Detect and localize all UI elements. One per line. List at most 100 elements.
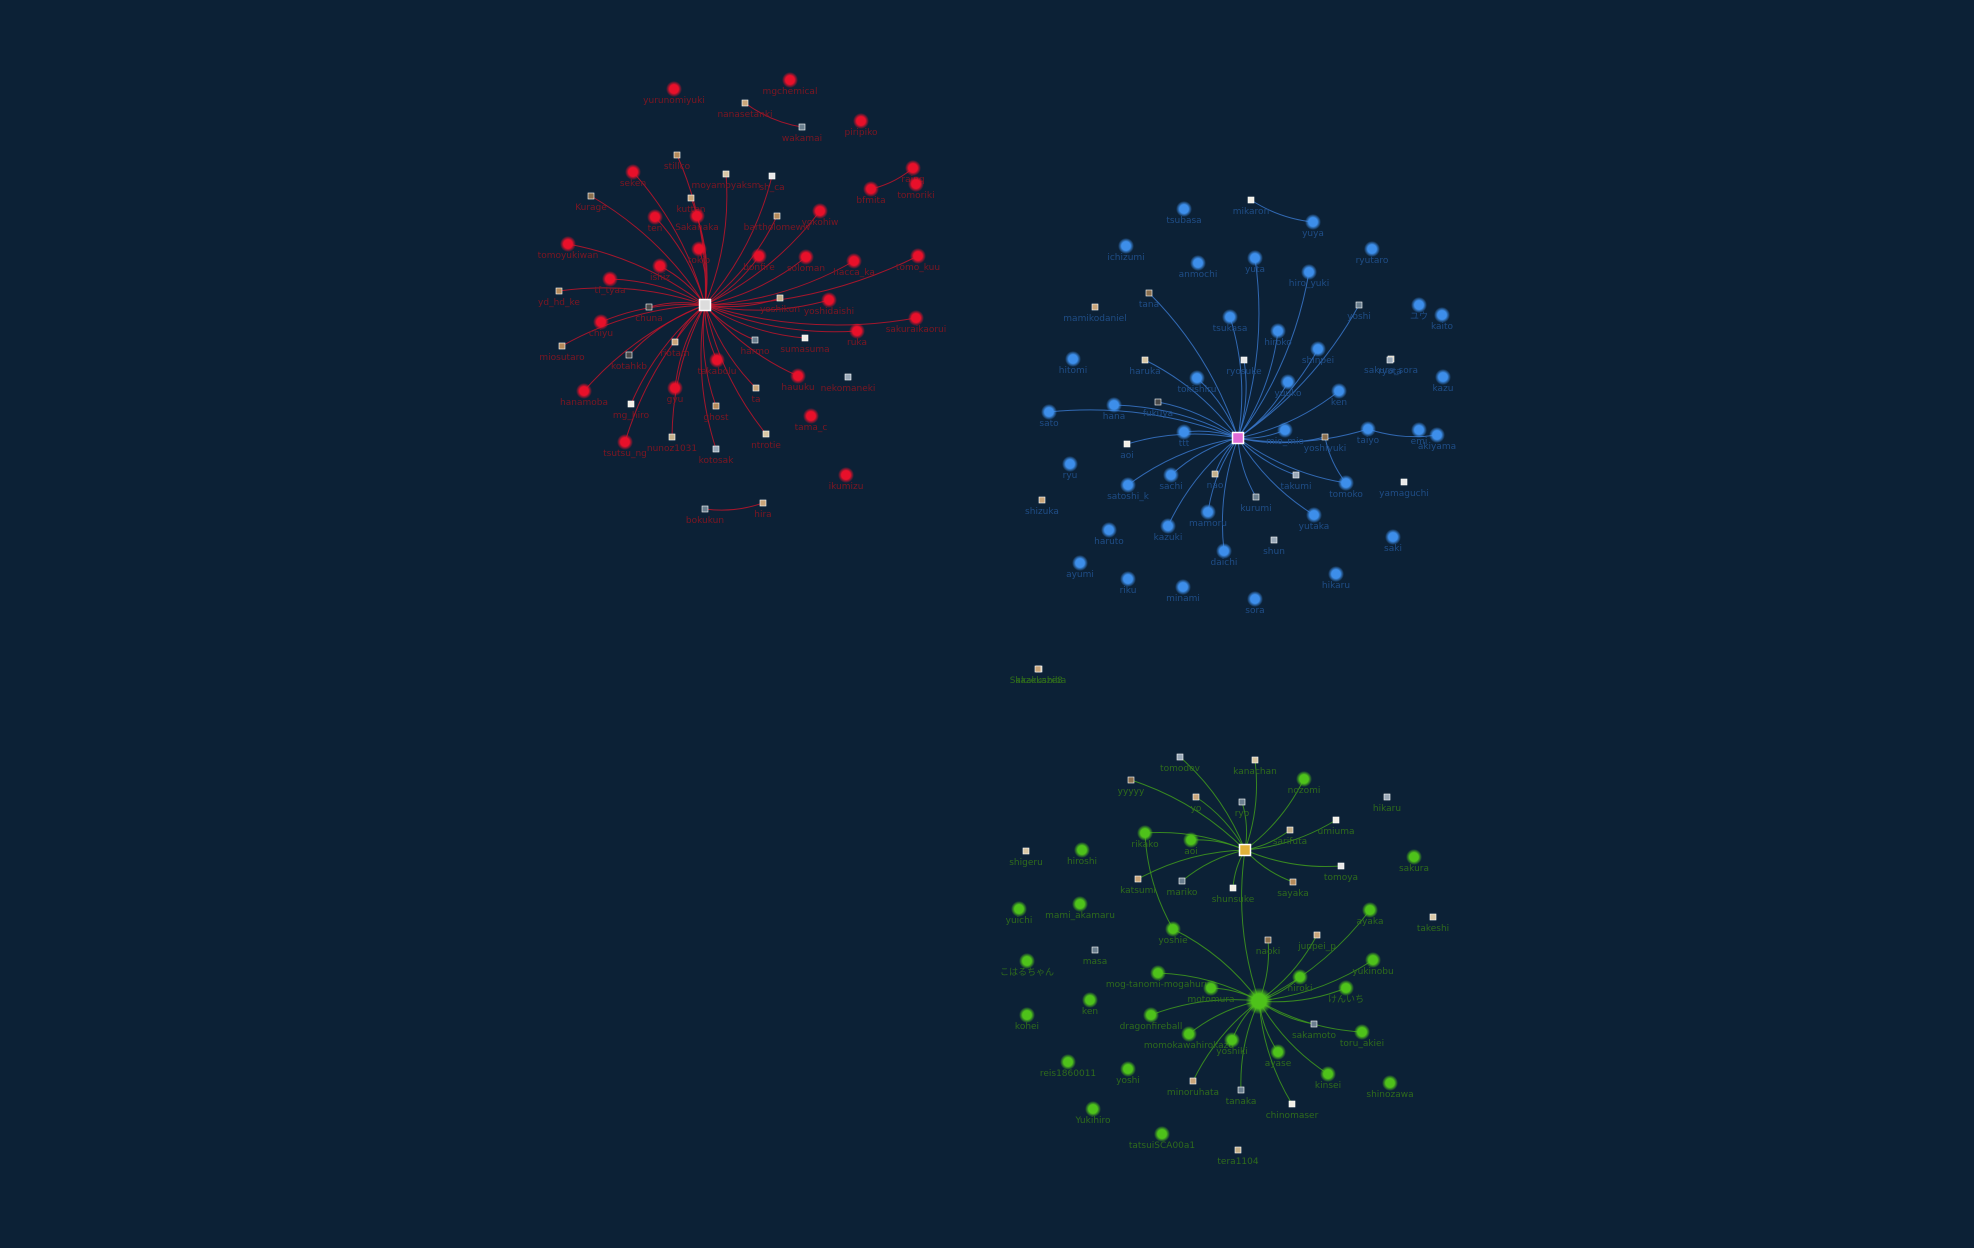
- node-g46[interactable]: minoruhata: [1167, 1077, 1219, 1098]
- node-g44[interactable]: kinsei: [1315, 1066, 1341, 1091]
- node-r32[interactable]: ruka: [847, 323, 867, 348]
- node-b09[interactable]: tana: [1139, 289, 1159, 310]
- node-r08[interactable]: bfmita: [856, 181, 886, 206]
- node-b10[interactable]: mamikodaniel: [1063, 303, 1127, 324]
- node-r33[interactable]: riotam: [660, 338, 690, 359]
- node-r51[interactable]: tomoriki: [897, 176, 935, 201]
- node-g38[interactable]: toru_akiei: [1340, 1024, 1384, 1049]
- node-g22[interactable]: ayaka: [1357, 902, 1384, 927]
- node-b30[interactable]: taiyo: [1357, 421, 1380, 446]
- node-b23[interactable]: ken: [1331, 383, 1347, 408]
- node-b25[interactable]: hana: [1103, 397, 1125, 422]
- node-g51[interactable]: tera1104: [1217, 1146, 1259, 1167]
- node-b02[interactable]: mikaron: [1233, 196, 1270, 217]
- node-b32[interactable]: aoi: [1120, 440, 1134, 461]
- node-g04[interactable]: nozomi: [1288, 771, 1321, 796]
- node-b39[interactable]: satoshi_k: [1107, 477, 1150, 502]
- node-g50[interactable]: tatsuiSCA00a1: [1129, 1126, 1195, 1151]
- node-g29[interactable]: yukinobu: [1352, 952, 1394, 977]
- node-g12[interactable]: hiroshi: [1067, 842, 1097, 867]
- node-r05[interactable]: piripiko: [844, 113, 878, 138]
- node-g03[interactable]: kanachan: [1233, 756, 1277, 777]
- node-b56[interactable]: ryota: [1378, 356, 1402, 377]
- node-r35[interactable]: sumasuma: [780, 334, 830, 355]
- node-b04[interactable]: ichizumi: [1107, 238, 1145, 263]
- node-r14[interactable]: ten: [647, 209, 663, 234]
- node-b45[interactable]: haruto: [1094, 522, 1124, 547]
- node-r11[interactable]: sh_ca: [759, 172, 785, 193]
- node-g32[interactable]: hiroki: [1288, 969, 1313, 994]
- node-b24[interactable]: fukuya: [1143, 398, 1173, 419]
- node-g19[interactable]: sayaka: [1277, 878, 1309, 899]
- node-r17[interactable]: yokohiw: [802, 203, 839, 228]
- node-r52[interactable]: ikumizu: [829, 467, 864, 492]
- node-g15[interactable]: sakura: [1399, 849, 1429, 874]
- node-g49[interactable]: Yukihiro: [1074, 1101, 1111, 1126]
- node-r45[interactable]: mg_hiro: [613, 400, 650, 421]
- node-b54[interactable]: emi: [1411, 422, 1428, 447]
- node-b06[interactable]: anmochi: [1179, 255, 1218, 280]
- node-g33[interactable]: けんいち: [1328, 980, 1364, 1005]
- node-b03[interactable]: yuya: [1302, 214, 1324, 239]
- node-b20[interactable]: kazu: [1433, 369, 1454, 394]
- node-r40[interactable]: hauuku: [781, 368, 815, 393]
- node-b51[interactable]: hikaru: [1322, 566, 1350, 591]
- node-r46[interactable]: ghost: [703, 402, 729, 423]
- node-r09[interactable]: seken: [620, 164, 646, 189]
- node-b05[interactable]: yuta: [1245, 250, 1265, 275]
- node-r48[interactable]: nunoz1031: [647, 433, 697, 454]
- node-g18[interactable]: shunsuke: [1212, 884, 1255, 905]
- node-b27[interactable]: ttt: [1176, 424, 1192, 449]
- node-r28[interactable]: yoshikun: [760, 294, 800, 315]
- node-r54[interactable]: bokukun: [686, 505, 724, 526]
- node-r19[interactable]: bonfire: [743, 248, 775, 273]
- node-r03[interactable]: nanasetanki: [717, 99, 773, 120]
- node-g17[interactable]: mariko: [1167, 877, 1198, 898]
- node-b29[interactable]: yoshiyuki: [1304, 433, 1346, 454]
- node-r30[interactable]: sakuraikaorui: [886, 310, 947, 335]
- node-r12[interactable]: Kurage: [575, 192, 607, 213]
- node-b36[interactable]: takumi: [1281, 471, 1312, 492]
- node-g34[interactable]: ken: [1082, 992, 1098, 1017]
- node-r29[interactable]: yoshidaishi: [804, 292, 854, 317]
- node-r36[interactable]: miosutaro: [539, 342, 585, 363]
- node-b11[interactable]: yoshi: [1347, 301, 1371, 322]
- node-g24[interactable]: yoshie: [1158, 921, 1188, 946]
- node-r22[interactable]: ishiz: [650, 258, 670, 283]
- node-b47[interactable]: saki: [1384, 529, 1402, 554]
- node-b21[interactable]: tokishiru: [1177, 370, 1217, 395]
- node-b22[interactable]: yuuko: [1274, 374, 1302, 399]
- node-red-hub[interactable]: [698, 298, 712, 312]
- node-g07[interactable]: ryo: [1235, 798, 1250, 819]
- node-r13[interactable]: kutten: [677, 194, 706, 215]
- node-r41[interactable]: hanamoba: [560, 383, 608, 408]
- node-b31[interactable]: akiyama: [1418, 427, 1456, 452]
- node-b38[interactable]: yamaguchi: [1379, 478, 1429, 499]
- node-g25[interactable]: naoki: [1256, 936, 1280, 957]
- node-b17[interactable]: haruka: [1129, 356, 1161, 377]
- node-b08[interactable]: hiro_yuki: [1289, 264, 1329, 289]
- node-g28[interactable]: こはるちゃん: [1000, 953, 1054, 978]
- node-g06[interactable]: yo: [1191, 793, 1202, 814]
- node-b49[interactable]: ayumi: [1066, 555, 1094, 580]
- node-g20[interactable]: yuichi: [1006, 901, 1033, 926]
- node-b07[interactable]: ryutaro: [1356, 241, 1389, 266]
- node-r26[interactable]: yd_hd_ke: [538, 287, 580, 308]
- node-g26[interactable]: junpei_p: [1297, 931, 1336, 952]
- node-r44[interactable]: tama_c: [795, 408, 828, 433]
- node-b28[interactable]: mio_mio: [1266, 422, 1305, 447]
- node-g48[interactable]: chinomaser: [1266, 1100, 1319, 1121]
- node-g35[interactable]: kohei: [1015, 1007, 1039, 1032]
- node-r15[interactable]: Sakanaka: [675, 208, 719, 233]
- node-b41[interactable]: kurumi: [1240, 493, 1272, 514]
- node-b33[interactable]: ryu: [1062, 456, 1078, 481]
- node-b50[interactable]: riku: [1120, 571, 1137, 596]
- node-r25[interactable]: tomo_kuu: [896, 248, 940, 273]
- node-r24[interactable]: tf_tyaa: [594, 271, 626, 296]
- node-b46[interactable]: shun: [1263, 536, 1285, 557]
- node-r39[interactable]: nekomaneki: [821, 373, 876, 394]
- node-g11[interactable]: sarifuta: [1273, 826, 1307, 847]
- node-r02[interactable]: mgchemical: [763, 72, 818, 97]
- node-r53[interactable]: hira: [754, 499, 772, 520]
- node-g47[interactable]: tanaka: [1226, 1086, 1257, 1107]
